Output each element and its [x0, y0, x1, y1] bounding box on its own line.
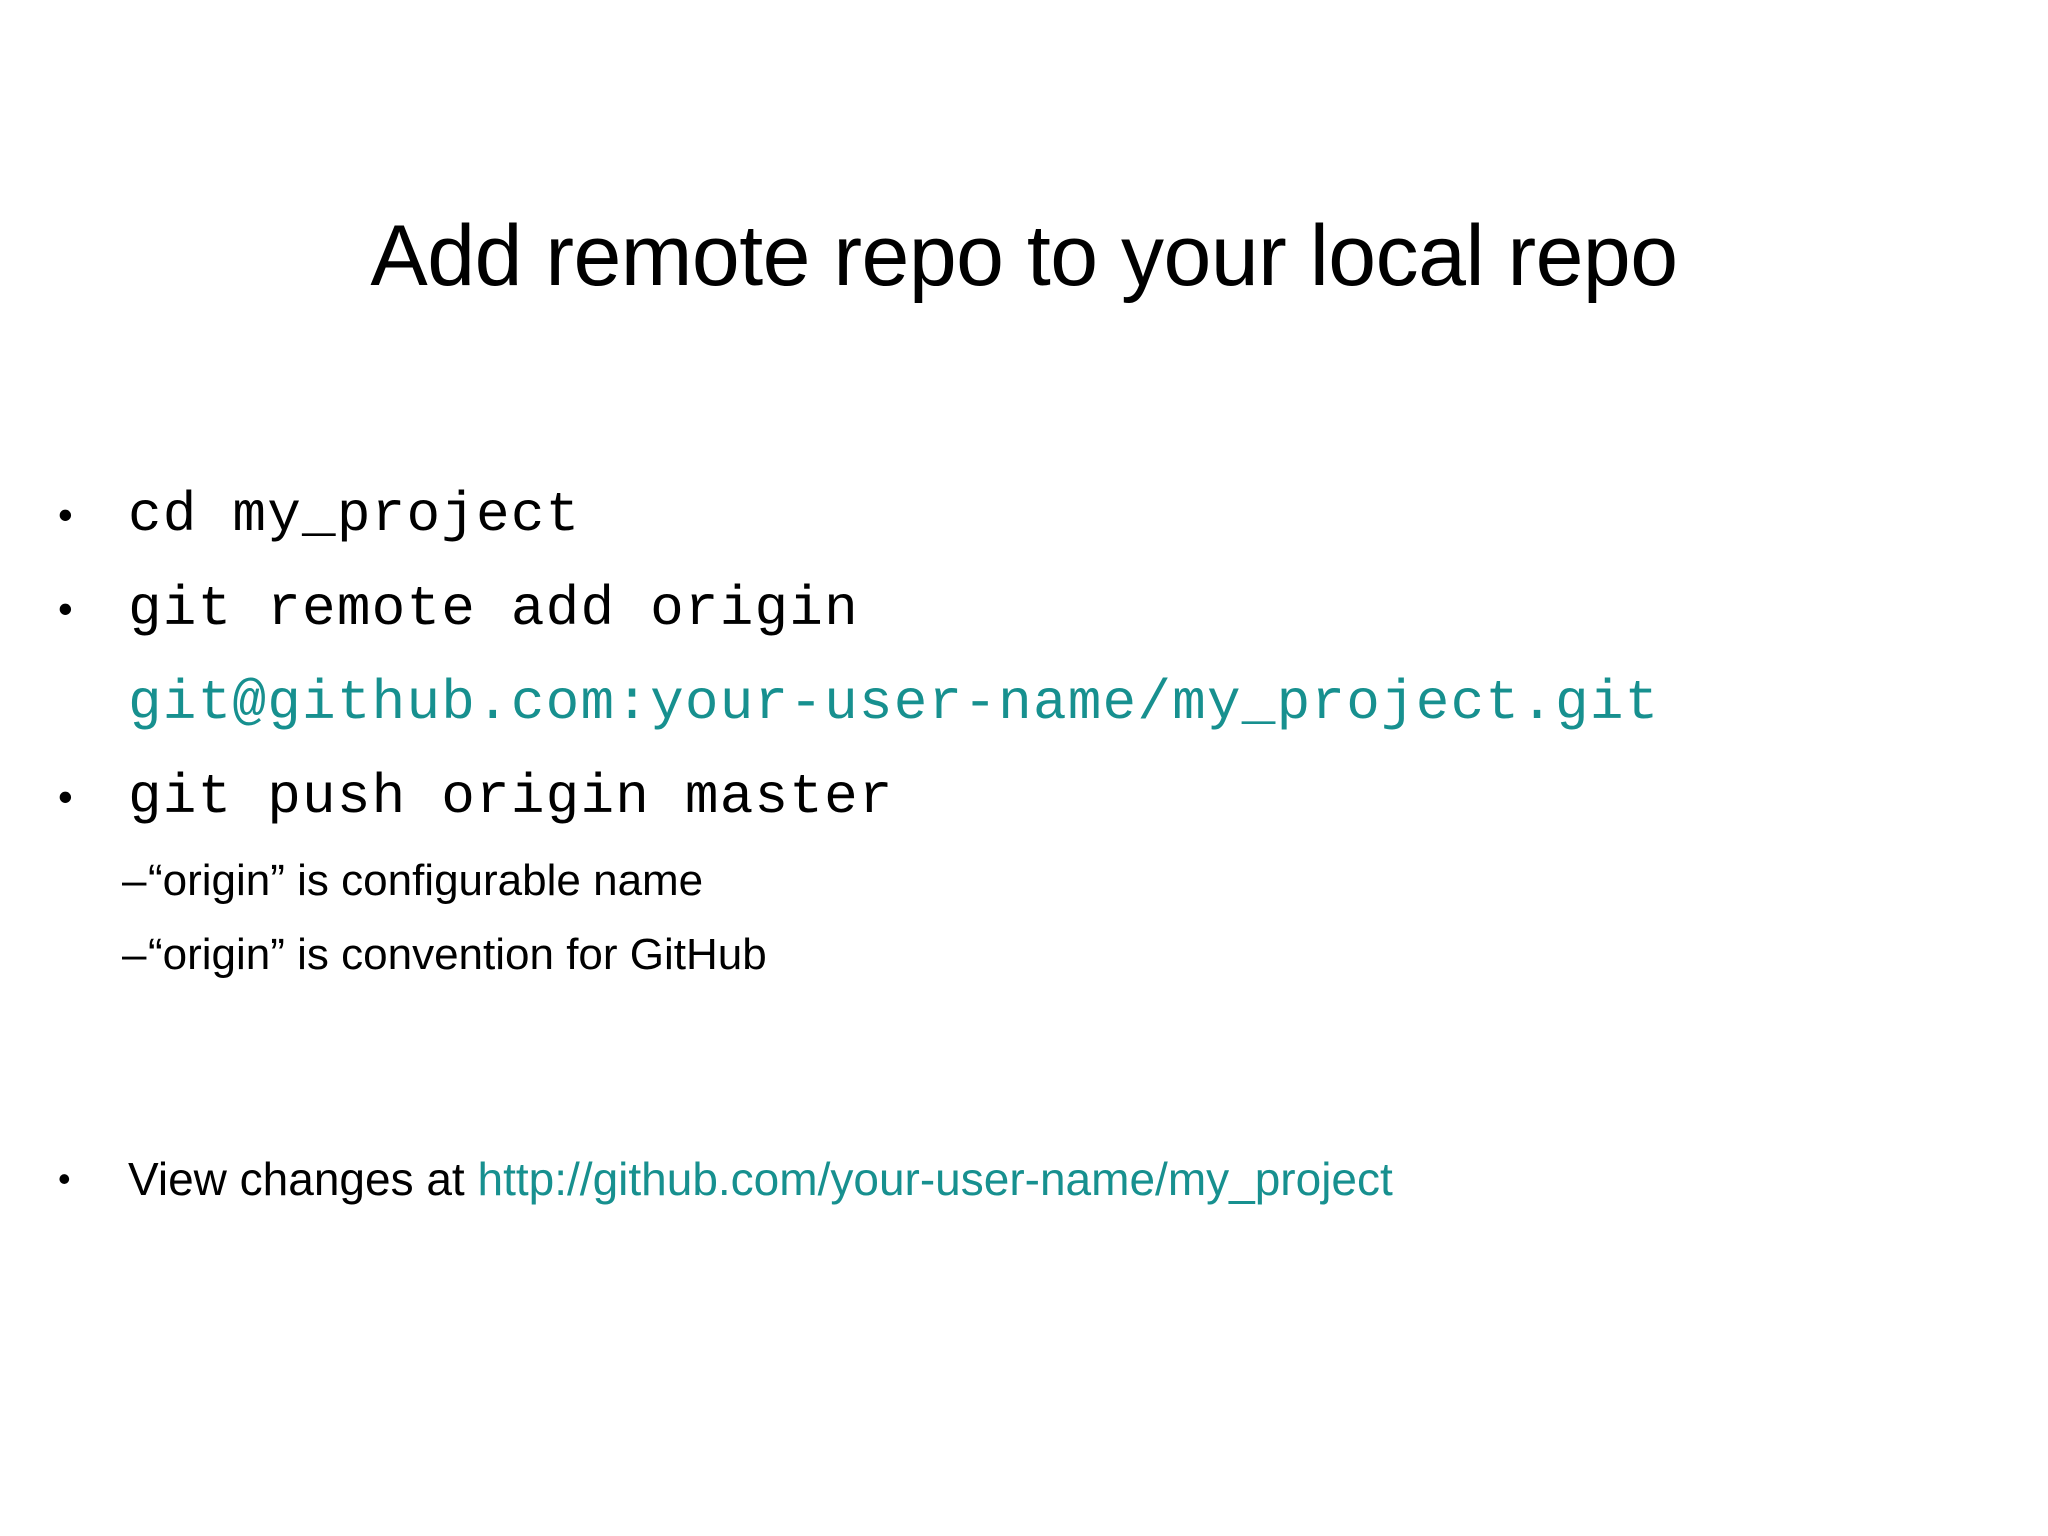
dash-bullet-icon: – — [122, 856, 147, 905]
bullet-point-icon: • — [58, 585, 74, 632]
remote-url-text: git@github.com:your-user-name/my_project… — [128, 671, 1660, 735]
list-item: • cd my_project — [52, 468, 2012, 562]
github-project-link[interactable]: http://github.com/your-user-name/my_proj… — [477, 1153, 1393, 1205]
sub-list-item: – “origin” is convention for GitHub — [52, 918, 2012, 992]
list-item-content: cd my_project — [128, 468, 2012, 562]
sub-list-item-label: “origin” is convention for GitHub — [148, 930, 767, 979]
list-item: • git push origin master — [52, 750, 2012, 844]
bullet-point-icon: • — [58, 1158, 71, 1199]
list-item: • View changes at http://github.com/your… — [52, 1142, 2012, 1216]
bullet-point-icon: • — [58, 491, 74, 538]
view-changes-label: View changes at — [128, 1153, 478, 1205]
list-item-content: git push origin master — [128, 750, 2012, 844]
slide-body: • cd my_project • git remote add origin … — [52, 468, 2012, 1216]
sub-list-item-label: “origin” is configurable name — [148, 856, 704, 905]
list-item-content: git remote add origin git@github.com:you… — [128, 562, 2012, 750]
sub-list-item: – “origin” is configurable name — [52, 844, 2012, 918]
list-item-content: View changes at http://github.com/your-u… — [128, 1142, 2012, 1216]
command-line: git push origin master — [128, 765, 894, 829]
list-item: • git remote add origin git@github.com:y… — [52, 562, 2012, 750]
command-line: git remote add origin — [128, 577, 859, 641]
dash-bullet-icon: – — [122, 930, 147, 979]
vertical-spacer — [52, 992, 2012, 1142]
page-title: Add remote repo to your local repo — [370, 208, 1678, 304]
bullet-point-icon: • — [58, 773, 74, 820]
command-line: cd my_project — [128, 483, 581, 547]
